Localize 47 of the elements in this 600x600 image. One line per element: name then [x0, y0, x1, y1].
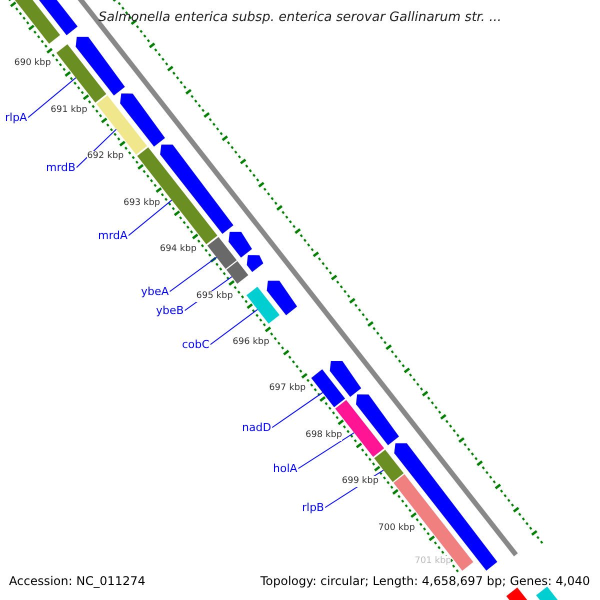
gene-label: ybeB	[156, 304, 184, 317]
gene-bar	[226, 261, 248, 284]
gene-block	[394, 443, 498, 571]
accession-text: Accession: NC_011274	[9, 574, 146, 588]
gene-label: nadD	[242, 421, 272, 434]
tick-label: 697 kbp	[269, 383, 306, 394]
tick-label: 694 kbp	[160, 244, 197, 256]
gene-label: cobC	[182, 338, 210, 351]
gene-block	[330, 361, 362, 397]
gene-block	[160, 144, 234, 234]
leader-line	[28, 77, 76, 118]
gene-bar	[56, 44, 106, 103]
gene-block	[228, 232, 252, 258]
gene-label: holA	[273, 462, 298, 475]
gene-bar	[536, 586, 560, 600]
gene-block	[356, 394, 399, 446]
gene-block	[266, 280, 298, 316]
genome-summary-text: Topology: circular; Length: 4,658,697 bp; Genes: 4,040	[260, 574, 590, 588]
tick-label: 698 kbp	[305, 430, 342, 441]
tick-label: 696 kbp	[232, 336, 270, 348]
tick-label: 690 kbp	[14, 58, 51, 70]
leader-line	[169, 256, 218, 292]
gene-label: mrdB	[46, 161, 76, 174]
tick-label: 701 kbp	[414, 556, 452, 567]
leader-line	[298, 432, 355, 469]
tick-label: 695 kbp	[196, 290, 233, 302]
tick-label: 691 kbp	[50, 104, 88, 116]
gene-bar	[394, 474, 474, 571]
gene-label: mrdA	[98, 229, 128, 242]
tick-label: 699 kbp	[342, 476, 379, 488]
leader-line	[272, 392, 324, 428]
gene-bar	[506, 588, 528, 600]
title: Salmonella enterica subsp. enterica serovar Gallinarum str. ...	[98, 10, 502, 25]
gene-bar	[246, 286, 280, 324]
gene-label: rlpB	[302, 501, 324, 514]
gene-label: ybeA	[141, 285, 169, 298]
tick-label: 693 kbp	[123, 198, 160, 209]
tick-label: 692 kbp	[87, 151, 124, 162]
gene-block	[76, 36, 125, 96]
leader-line	[128, 200, 172, 236]
tick-label: 700 kbp	[378, 522, 415, 534]
gene-bar	[207, 237, 237, 269]
gene-bar	[311, 369, 346, 408]
gene-label: rlpA	[5, 111, 28, 124]
gene-block	[246, 255, 264, 272]
gene-block	[120, 94, 165, 147]
leader-line	[210, 308, 258, 345]
